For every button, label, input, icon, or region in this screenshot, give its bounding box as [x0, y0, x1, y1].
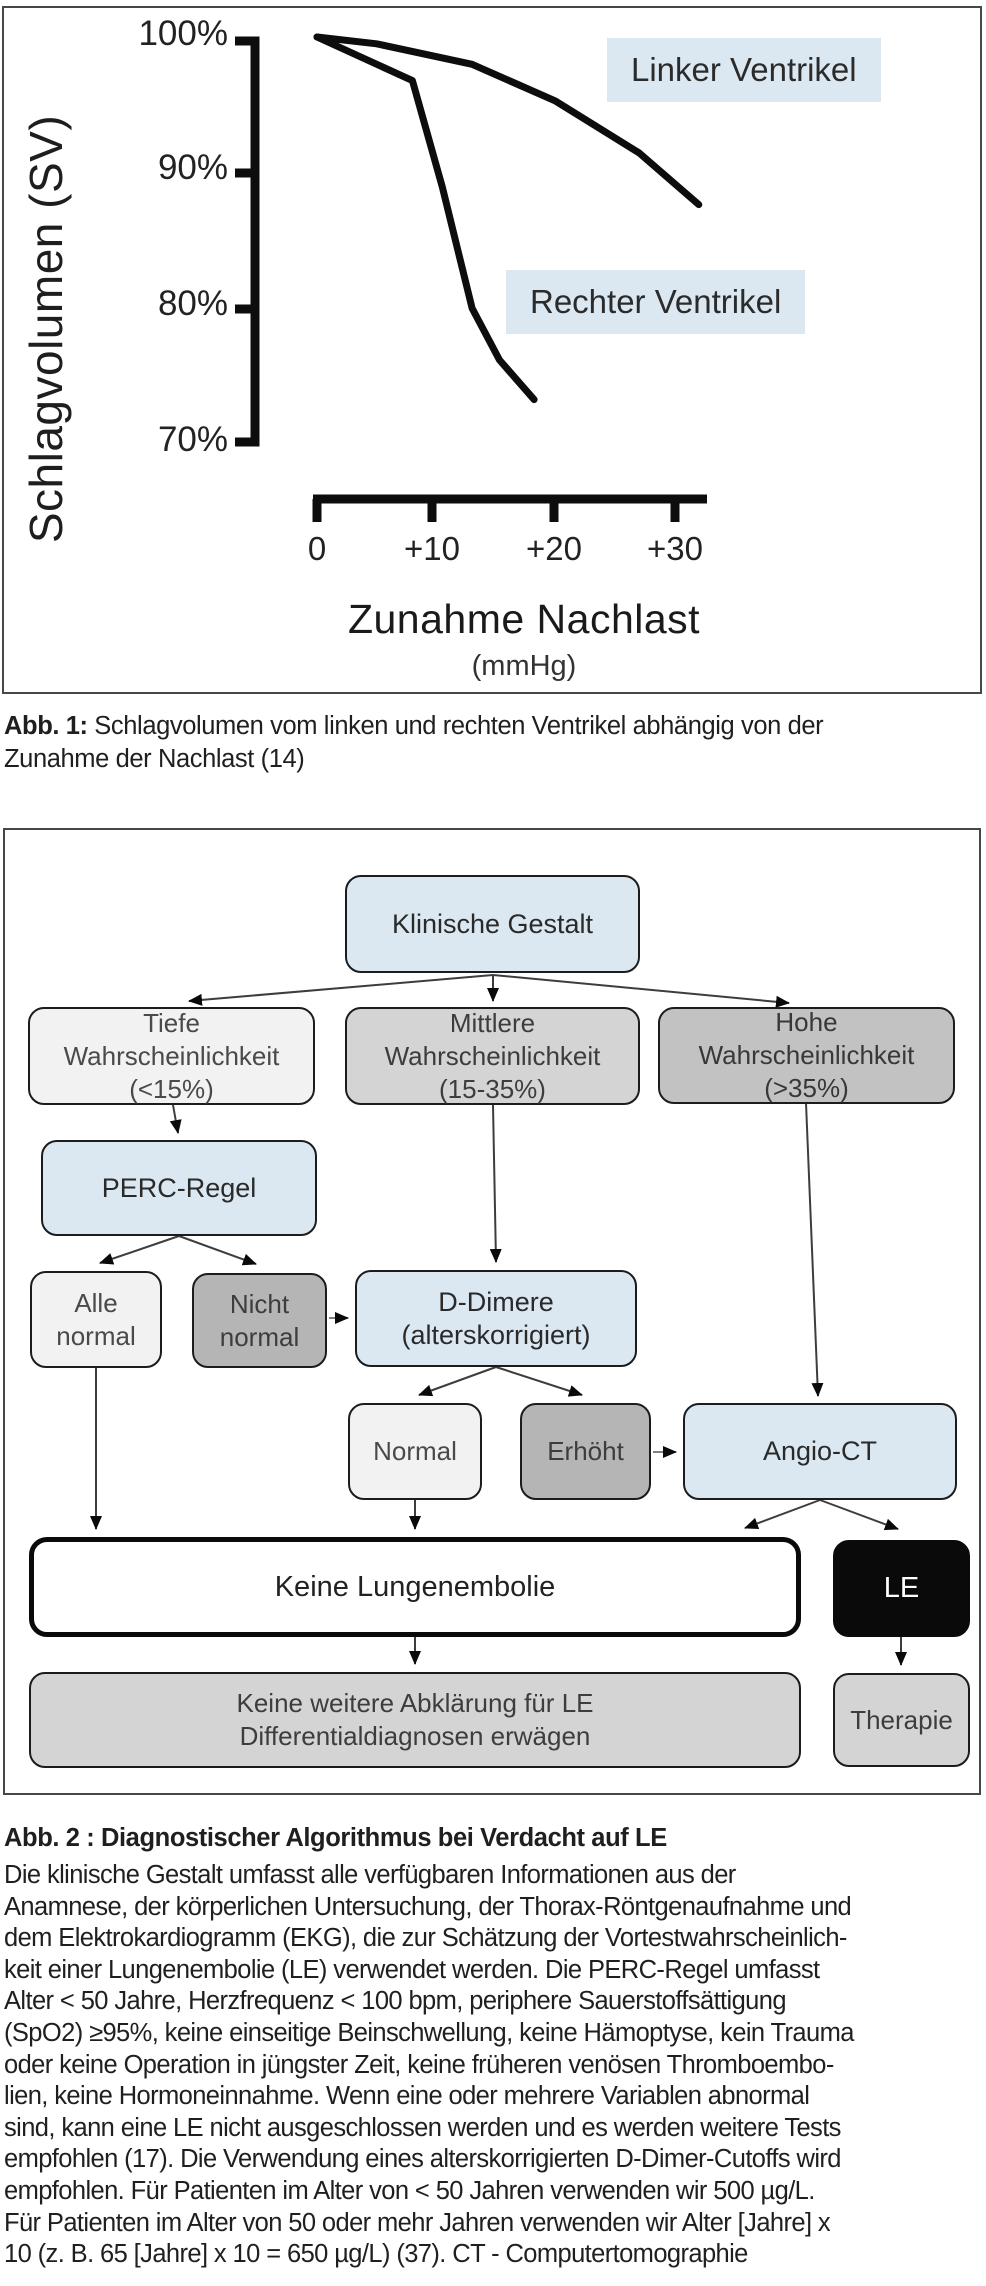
x-axis-ticks: [312, 499, 680, 522]
x-axis-title: Zunahme Nachlast: [347, 596, 701, 642]
figure1-caption-text: Schlagvolumen vom linken und rechten Ven…: [87, 712, 824, 740]
figure2-caption-title: Abb. 2 : Diagnostischer Algorithmus bei …: [4, 1822, 984, 1855]
node-perc-regel: PERC-Regel: [41, 1140, 317, 1236]
y-tick-70: 70%: [157, 420, 228, 459]
chart-plot: [235, 33, 707, 522]
node-normal: Normal: [348, 1403, 482, 1500]
label-linker-ventrikel: Linker Ventrikel: [607, 38, 881, 102]
figure1-caption: Abb. 1: Schlagvolumen vom linken und rec…: [4, 710, 984, 776]
node-d-dimere: D-Dimere (alterskorrigiert): [355, 1270, 637, 1367]
x-tick-30: +30: [647, 530, 703, 567]
y-tick-90: 90%: [157, 148, 228, 187]
y-axis-ticks: [235, 36, 255, 447]
node-mittlere-wahrscheinlichkeit: Mittlere Wahrscheinlichkeit (15-35%): [345, 1007, 640, 1105]
node-klinische-gestalt: Klinische Gestalt: [345, 875, 640, 973]
figure1-frame: Schlagvolumen (SV) 100% 90% 80% 70% 0 +1…: [2, 6, 982, 694]
x-tick-20: +20: [526, 530, 582, 567]
figure1-caption-prefix: Abb. 1:: [4, 712, 88, 740]
node-keine-lungenembolie: Keine Lungenembolie: [29, 1537, 801, 1637]
y-tick-100: 100%: [138, 14, 228, 53]
x-tick-10: +10: [404, 530, 460, 567]
y-tick-80: 80%: [157, 284, 228, 323]
line-linker-ventrikel: [313, 33, 703, 209]
figure2-caption-title-text: Abb. 2 : Diagnostischer Algorithmus bei …: [4, 1824, 667, 1852]
x-axis-unit: (mmHg): [471, 650, 577, 682]
line-rechter-ventrikel: [313, 33, 538, 404]
node-keine-weitere-abklaerung: Keine weitere Abklärung für LE Different…: [29, 1672, 801, 1768]
node-therapie: Therapie: [833, 1673, 970, 1767]
x-tick-0: 0: [307, 530, 327, 567]
node-le: LE: [833, 1540, 970, 1637]
node-hohe-wahrscheinlichkeit: Hohe Wahrscheinlichkeit (>35%): [658, 1007, 955, 1104]
figure2-caption-body: Die klinische Gestalt umfasst alle verfü…: [4, 1861, 854, 2269]
node-tiefe-wahrscheinlichkeit: Tiefe Wahrscheinlichkeit (<15%): [28, 1007, 315, 1105]
node-angio-ct: Angio-CT: [683, 1403, 957, 1500]
figure1-caption-line2: Zunahme der Nachlast (14): [4, 745, 305, 773]
node-alle-normal: Alle normal: [30, 1271, 162, 1368]
node-erhoeht: Erhöht: [520, 1403, 651, 1500]
node-nicht-normal: Nicht normal: [192, 1273, 327, 1368]
label-rechter-ventrikel: Rechter Ventrikel: [506, 270, 806, 334]
